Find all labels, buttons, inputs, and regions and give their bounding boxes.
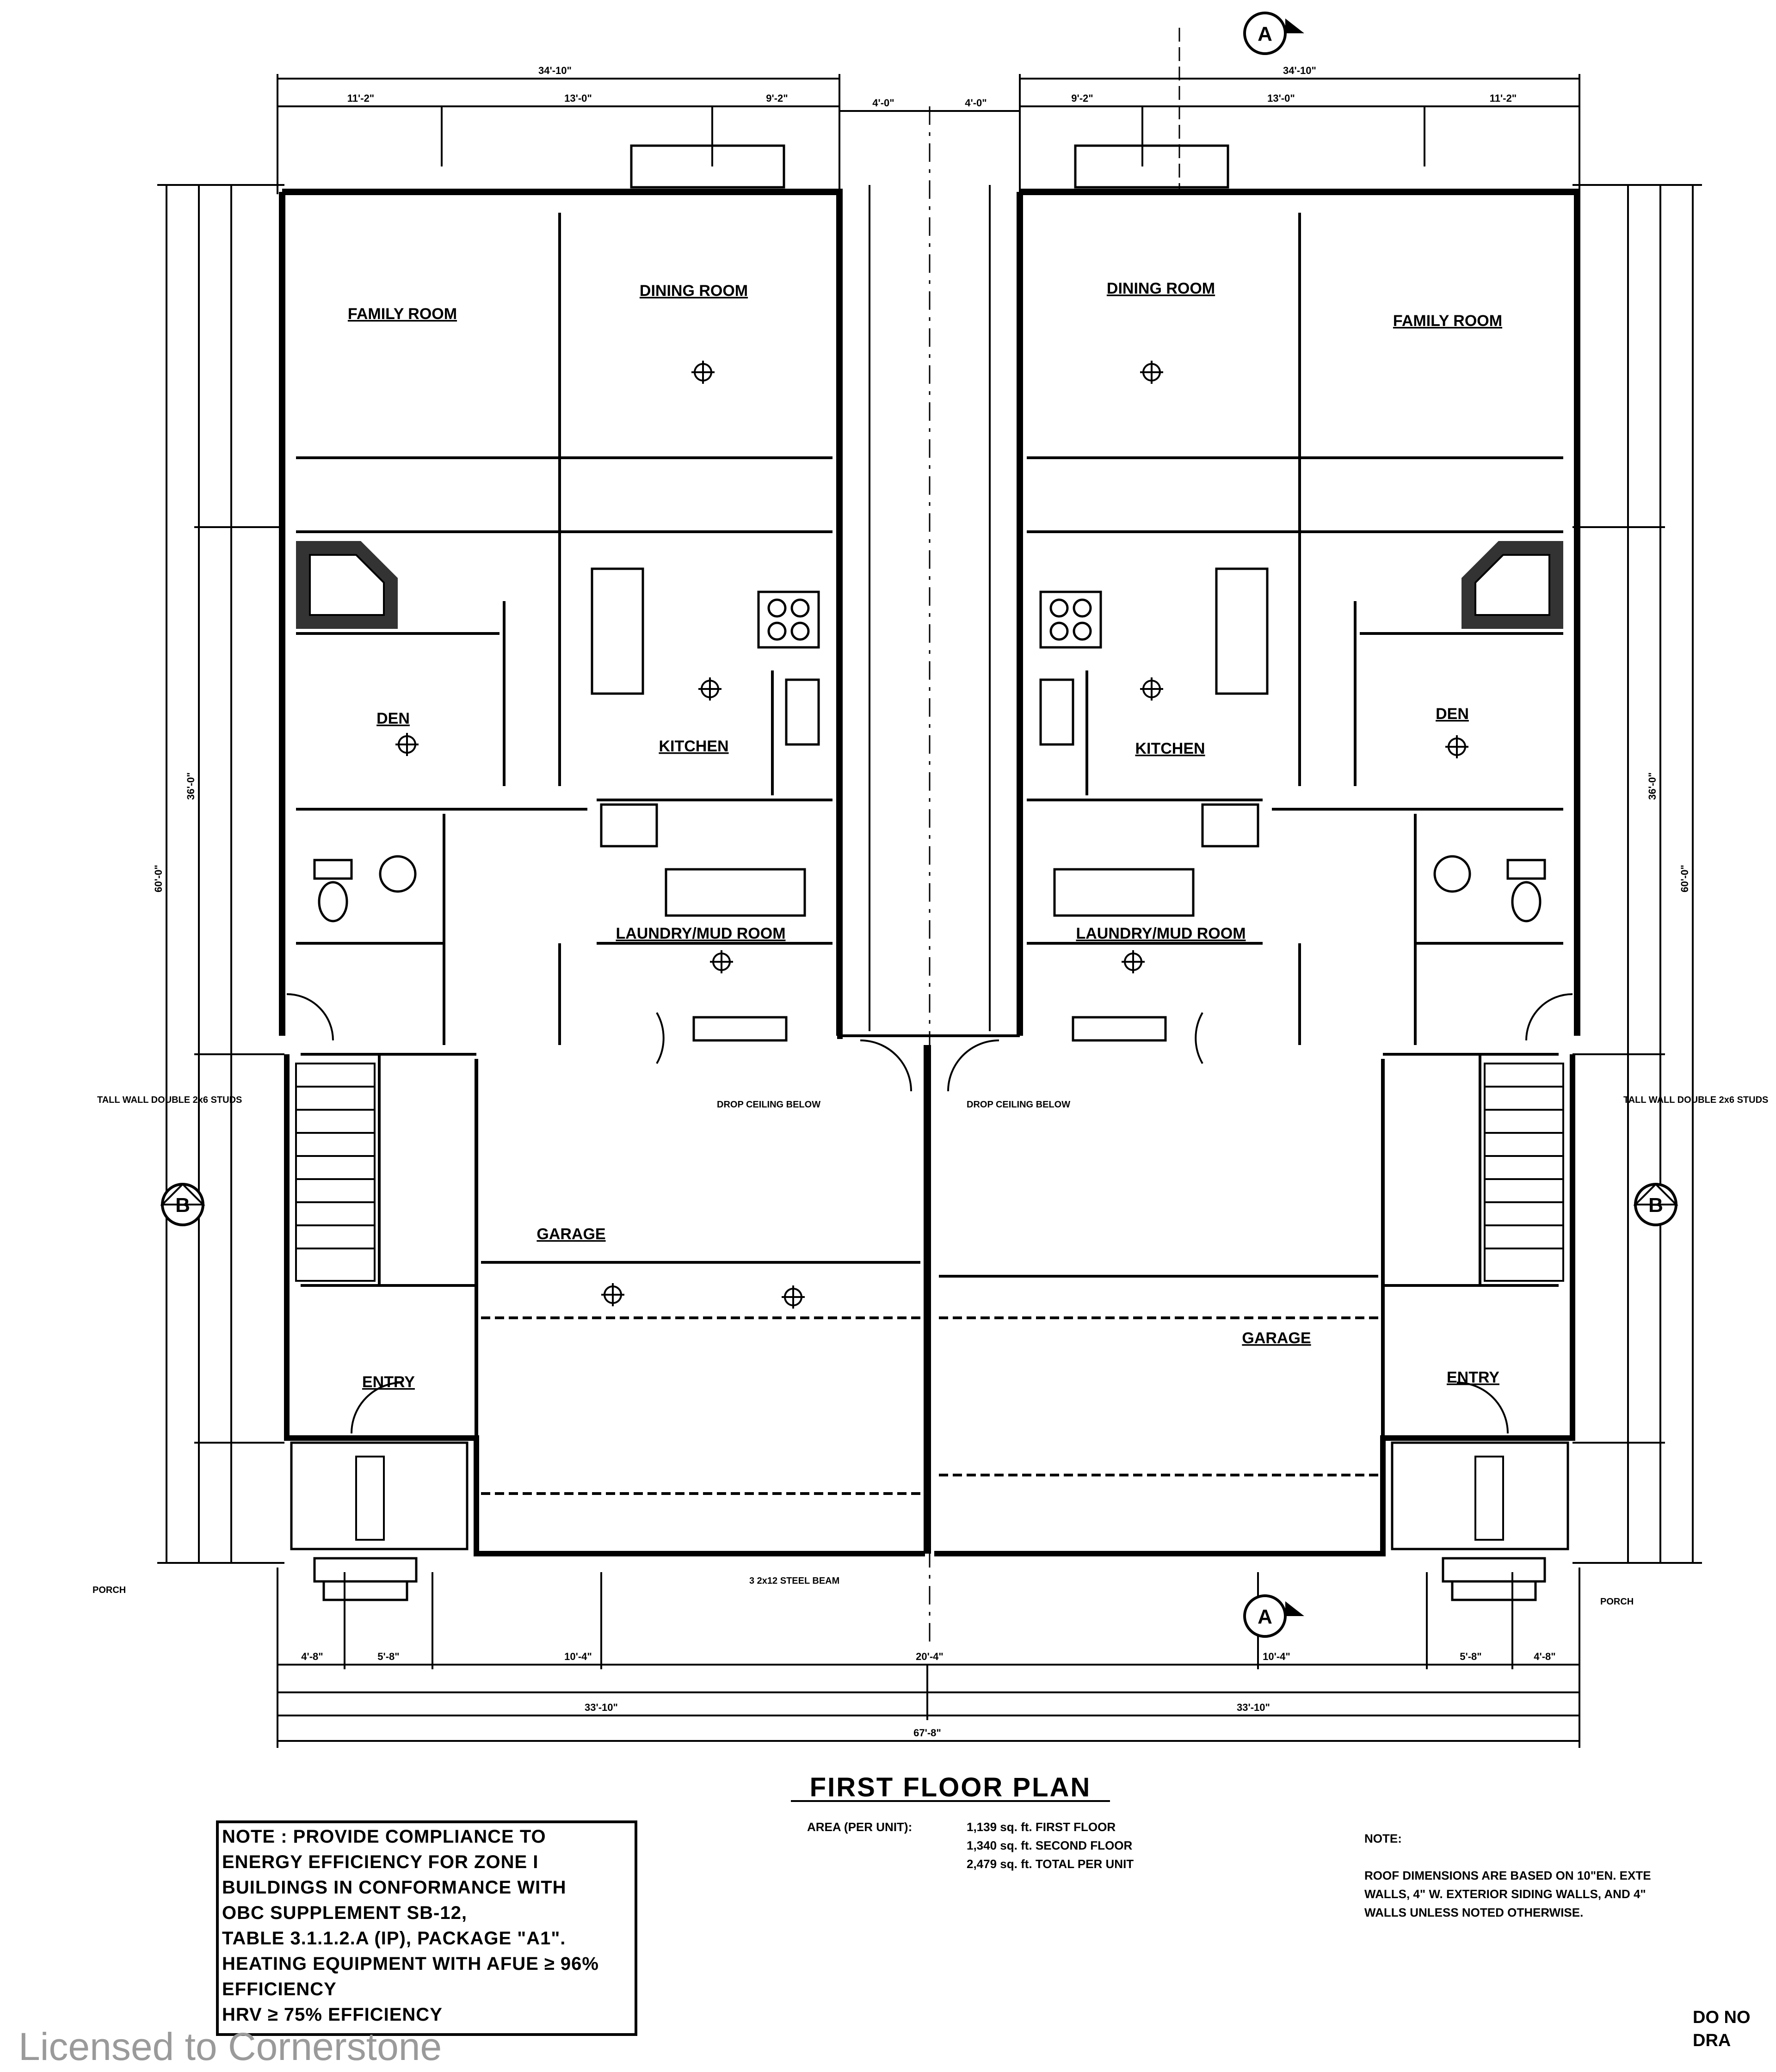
dim-top-right-a: 9'-2" [1071, 92, 1093, 104]
title-block: FIRST FLOOR PLAN AREA (PER UNIT): 1,139 … [791, 1772, 1134, 1871]
plan-title: FIRST FLOOR PLAN [810, 1772, 1092, 1802]
section-marker-a-bottom: A [1243, 1594, 1304, 1638]
note-garage-ceiling-right: DROP CEILING BELOW [967, 1100, 1070, 1110]
area-line-3: 2,479 sq. ft. TOTAL PER UNIT [967, 1857, 1134, 1871]
fireplace-left [296, 541, 398, 629]
room-den-left: DEN [376, 710, 410, 727]
right-note-line-3: WALLS UNLESS NOTED OTHERWISE. [1364, 1906, 1583, 1919]
energy-note-line-8: HRV ≥ 75% EFFICIENCY [222, 2004, 443, 2025]
room-kitchen-right: KITCHEN [1135, 740, 1205, 757]
dim-side-left-a: 36'-0" [185, 772, 197, 800]
dim-bottom-a: 4'-8" [301, 1651, 323, 1662]
fireplace-right [1462, 541, 1563, 629]
section-label-b-right: B [1648, 1194, 1663, 1217]
energy-note-line-5: TABLE 3.1.1.2.A (IP), PACKAGE "A1". [222, 1928, 566, 1949]
area-label: AREA (PER UNIT): [807, 1820, 912, 1834]
dim-bottom-unit-left: 33'-10" [585, 1702, 618, 1713]
section-marker-b-right: B [1633, 1183, 1678, 1226]
section-label-b-left: B [175, 1194, 190, 1217]
porch-left [290, 1441, 469, 1601]
room-entry-right: ENTRY [1447, 1369, 1499, 1386]
area-line-2: 1,340 sq. ft. SECOND FLOOR [967, 1838, 1133, 1852]
dim-top-right-c: 11'-2" [1490, 92, 1517, 104]
energy-note-line-4: OBC SUPPLEMENT SB-12, [222, 1903, 467, 1923]
note-tall-wall-right: TALL WALL DOUBLE 2x6 STUDS [1623, 1095, 1768, 1105]
stairs-right [1484, 1063, 1564, 1282]
door-swings [286, 993, 1573, 1434]
dim-top-left-c: 9'-2" [766, 92, 788, 104]
dim-bottom-overall: 67'-8" [913, 1727, 941, 1739]
dim-bottom-c: 10'-4" [564, 1651, 592, 1662]
room-garage-right: GARAGE [1242, 1329, 1311, 1347]
dim-top-left-b: 13'-0" [564, 92, 592, 104]
dimension-labels: 34'-10" 34'-10" 11'-2" 13'-0" 9'-2" 4'-0… [153, 65, 1690, 1739]
note-garage-ceiling-left: DROP CEILING BELOW [717, 1100, 820, 1110]
room-dining-left: DINING ROOM [640, 282, 748, 300]
dim-top-left-overall: 34'-10" [538, 65, 572, 76]
room-dining-right: DINING ROOM [1107, 280, 1215, 297]
energy-note-line-3: BUILDINGS IN CONFORMANCE WITH [222, 1877, 567, 1898]
room-family-right: FAMILY ROOM [1393, 312, 1502, 330]
energy-note-line-2: ENERGY EFFICIENCY FOR ZONE I [222, 1852, 538, 1872]
dim-side-right-total: 60'-0" [1679, 865, 1690, 892]
right-note: NOTE: ROOF DIMENSIONS ARE BASED ON 10"EN… [1364, 1832, 1651, 1919]
dim-top-mid-a: 4'-0" [872, 97, 894, 109]
energy-note-box: NOTE : PROVIDE COMPLIANCE TO ENERGY EFFI… [216, 1820, 637, 2036]
plan-notes: TALL WALL DOUBLE 2x6 STUDS TALL WALL DOU… [92, 1095, 1768, 1607]
room-garage-left: GARAGE [536, 1225, 605, 1243]
right-note-line-2: WALLS, 4" W. EXTERIOR SIDING WALLS, AND … [1364, 1887, 1646, 1901]
room-laundry-left: LAUNDRY/MUD ROOM [616, 925, 785, 942]
dim-top-left-a: 11'-2" [347, 92, 374, 104]
area-line-1: 1,139 sq. ft. FIRST FLOOR [967, 1820, 1116, 1834]
dim-bottom-g: 4'-8" [1534, 1651, 1555, 1662]
stairs-left [295, 1063, 376, 1282]
room-den-right: DEN [1436, 705, 1469, 723]
section-label-a-top: A [1258, 23, 1272, 45]
right-note-line-1: ROOF DIMENSIONS ARE BASED ON 10"EN. EXTE [1364, 1869, 1651, 1882]
note-porch-right: PORCH [1600, 1597, 1634, 1607]
corner-text-2: DRA [1693, 2031, 1731, 2050]
note-porch-left: PORCH [92, 1585, 126, 1595]
dim-bottom-d: 20'-4" [916, 1651, 944, 1662]
dim-bottom-b: 5'-8" [377, 1651, 399, 1662]
room-family-left: FAMILY ROOM [348, 305, 457, 323]
corner-text-1: DO NO [1693, 2008, 1751, 2027]
dim-side-left-total: 60'-0" [153, 865, 164, 892]
section-marker-b-left: B [160, 1183, 205, 1226]
dimension-lines [157, 28, 1702, 1748]
section-label-a-bottom: A [1258, 1605, 1272, 1628]
kitchen-fixtures [313, 567, 1546, 1042]
exterior-walls [279, 144, 1580, 1556]
dim-top-mid-b: 4'-0" [965, 97, 987, 109]
dim-top-right-overall: 34'-10" [1283, 65, 1316, 76]
dim-bottom-e: 10'-4" [1263, 1651, 1290, 1662]
room-labels: FAMILY ROOM DINING ROOM DEN KITCHEN LAUN… [348, 280, 1502, 1391]
room-laundry-right: LAUNDRY/MUD ROOM [1076, 925, 1246, 942]
dim-bottom-f: 5'-8" [1460, 1651, 1481, 1662]
energy-note-line-1: NOTE : PROVIDE COMPLIANCE TO [222, 1826, 546, 1847]
section-marker-a-top: A [1243, 12, 1304, 55]
note-beam-bottom: 3 2x12 STEEL BEAM [749, 1576, 839, 1586]
room-entry-left: ENTRY [362, 1373, 415, 1391]
interior-walls [296, 213, 1563, 1495]
energy-note-line-7: EFFICIENCY [222, 1979, 337, 1999]
dim-top-right-b: 13'-0" [1267, 92, 1295, 104]
dim-bottom-unit-right: 33'-10" [1237, 1702, 1270, 1713]
corner-stamp: DO NO DRA [1693, 2008, 1751, 2050]
note-tall-wall-left: TALL WALL DOUBLE 2x6 STUDS [97, 1095, 242, 1105]
energy-note-line-6: HEATING EQUIPMENT WITH AFUE ≥ 96% [222, 1954, 599, 1974]
light-fixtures [395, 361, 1468, 1309]
room-kitchen-left: KITCHEN [659, 738, 728, 755]
right-note-heading: NOTE: [1364, 1832, 1402, 1845]
porch-right [1391, 1441, 1569, 1601]
watermark-text: Licensed to Cornerstone [18, 2025, 442, 2068]
dim-side-right-a: 36'-0" [1646, 772, 1658, 800]
